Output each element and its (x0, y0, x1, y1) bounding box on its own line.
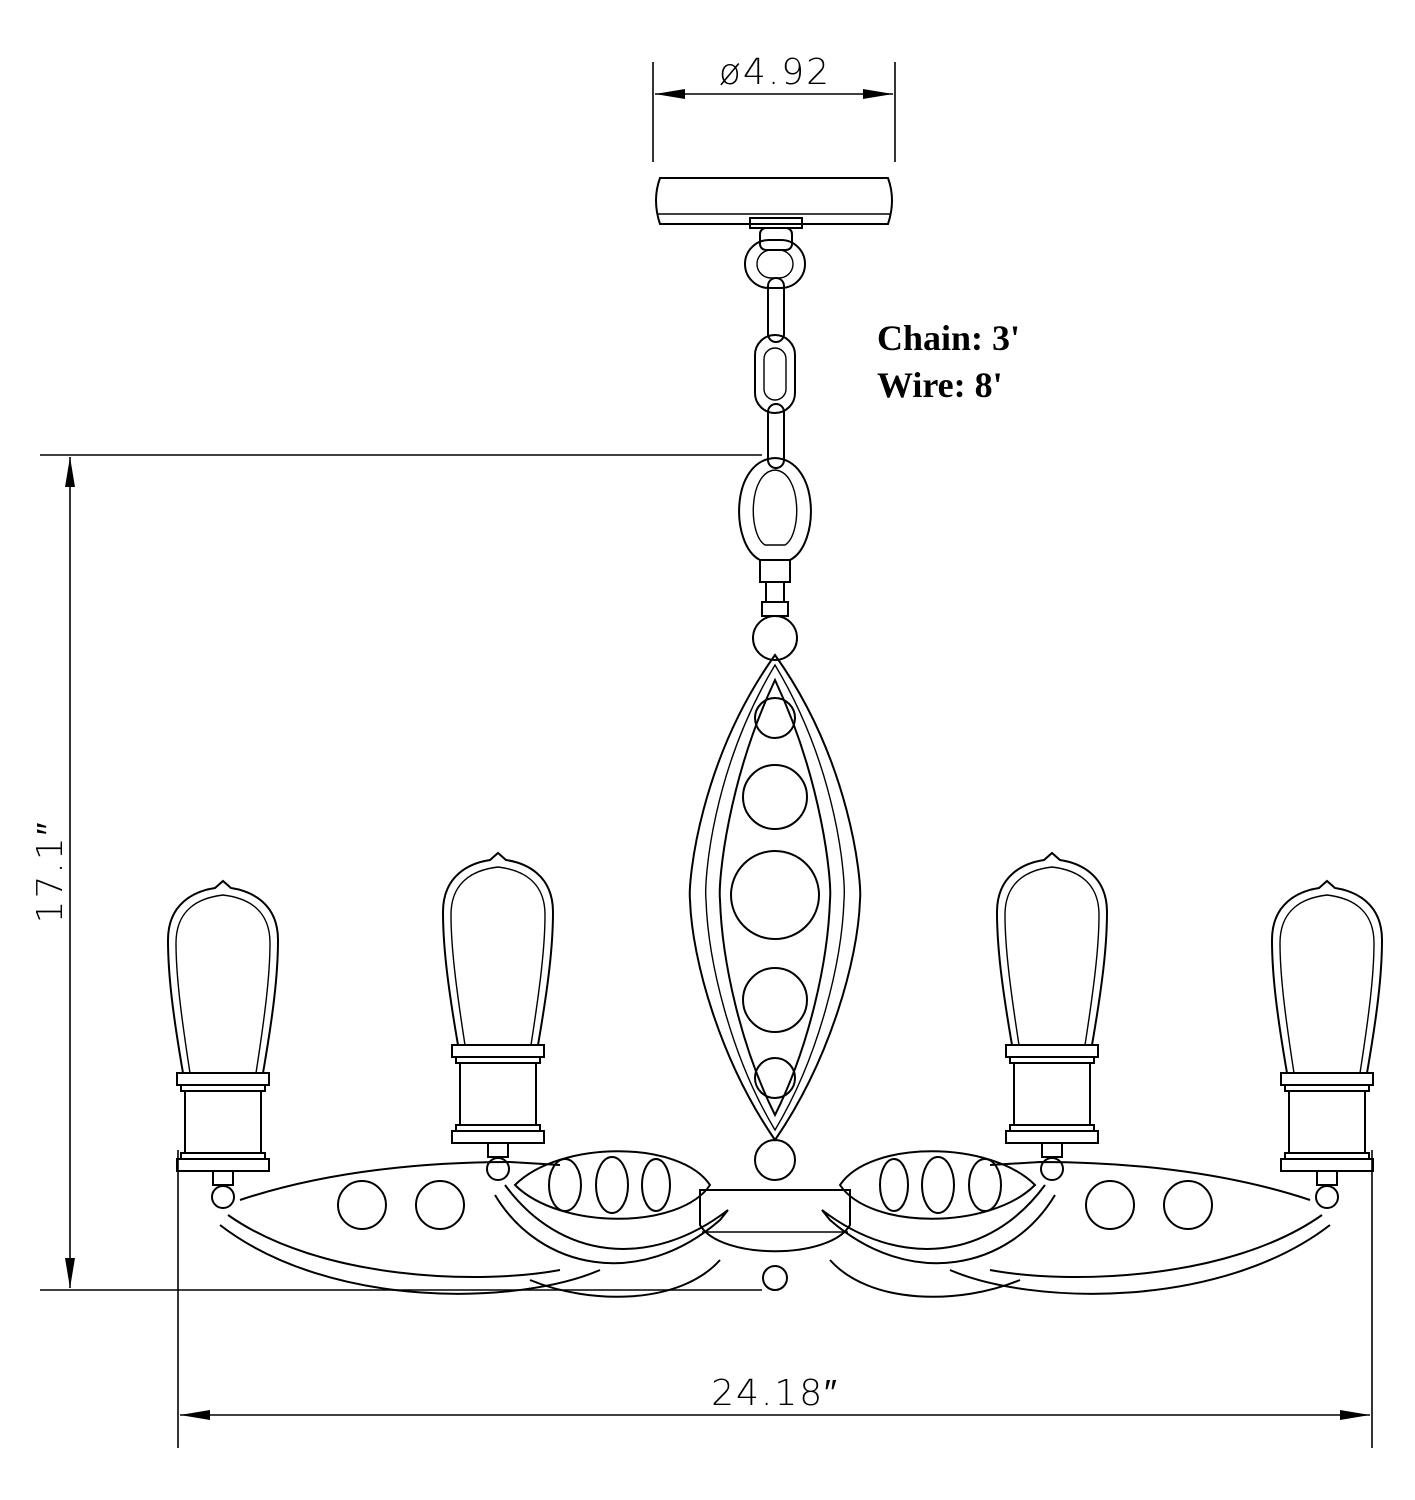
bulb-assembly (441, 851, 555, 1181)
socket-ring (1005, 1130, 1099, 1144)
bulb-assembly (1270, 879, 1384, 1209)
bulb-inner-outline (1279, 894, 1375, 1074)
bulb-inner-outline (1004, 866, 1100, 1046)
socket-ball (1315, 1185, 1339, 1209)
stem-circle (730, 850, 820, 940)
center-ball (754, 1139, 796, 1181)
chain (738, 239, 812, 561)
socket-neck (212, 1170, 234, 1186)
bulb-inner-outline (175, 894, 271, 1074)
socket-ball (486, 1157, 510, 1181)
stem-circle (754, 697, 796, 739)
socket-ring (451, 1130, 545, 1144)
hub (699, 1189, 851, 1291)
canopy (655, 177, 893, 251)
canopy-diameter-label: ø4.92 (719, 52, 831, 93)
chain-length-note: Chain: 3' (877, 318, 1020, 358)
socket-ring (176, 1158, 270, 1172)
socket-neck (487, 1142, 509, 1158)
height-label: 17.1″ (30, 821, 71, 924)
socket-body (184, 1090, 262, 1154)
bulb-inner-outline (450, 866, 546, 1046)
socket-ball (1040, 1157, 1064, 1181)
socket-body (459, 1062, 537, 1126)
bulb (1270, 879, 1384, 1074)
socket-neck (1041, 1142, 1063, 1158)
width-label: 24.18″ (711, 1373, 839, 1414)
socket-ball (211, 1185, 235, 1209)
bulbs (166, 851, 1384, 1209)
stem-circle (754, 1057, 796, 1099)
canopy-diameter-dimension: ø4.92 (652, 52, 896, 162)
bulb (441, 851, 555, 1046)
socket-body (1288, 1090, 1366, 1154)
stem-circle (742, 967, 808, 1033)
socket-ring (1280, 1158, 1374, 1172)
bulb (166, 879, 280, 1074)
bulb-assembly (166, 879, 280, 1209)
width-dimension: 24.18″ (177, 1150, 1373, 1448)
bulb-assembly (995, 851, 1109, 1181)
socket-ring (451, 1044, 545, 1058)
stem-circle (742, 764, 808, 830)
wire-length-note: Wire: 8' (877, 365, 1003, 405)
height-dimension: 17.1″ (30, 454, 762, 1291)
socket-ring (1005, 1044, 1099, 1058)
socket-ring (176, 1072, 270, 1086)
arms (219, 1150, 1331, 1298)
central-leaf-frame (688, 653, 862, 1181)
bulb (995, 851, 1109, 1046)
socket-ring (1280, 1072, 1374, 1086)
socket-body (1013, 1062, 1091, 1126)
stem (752, 559, 798, 661)
socket-neck (1316, 1170, 1338, 1186)
